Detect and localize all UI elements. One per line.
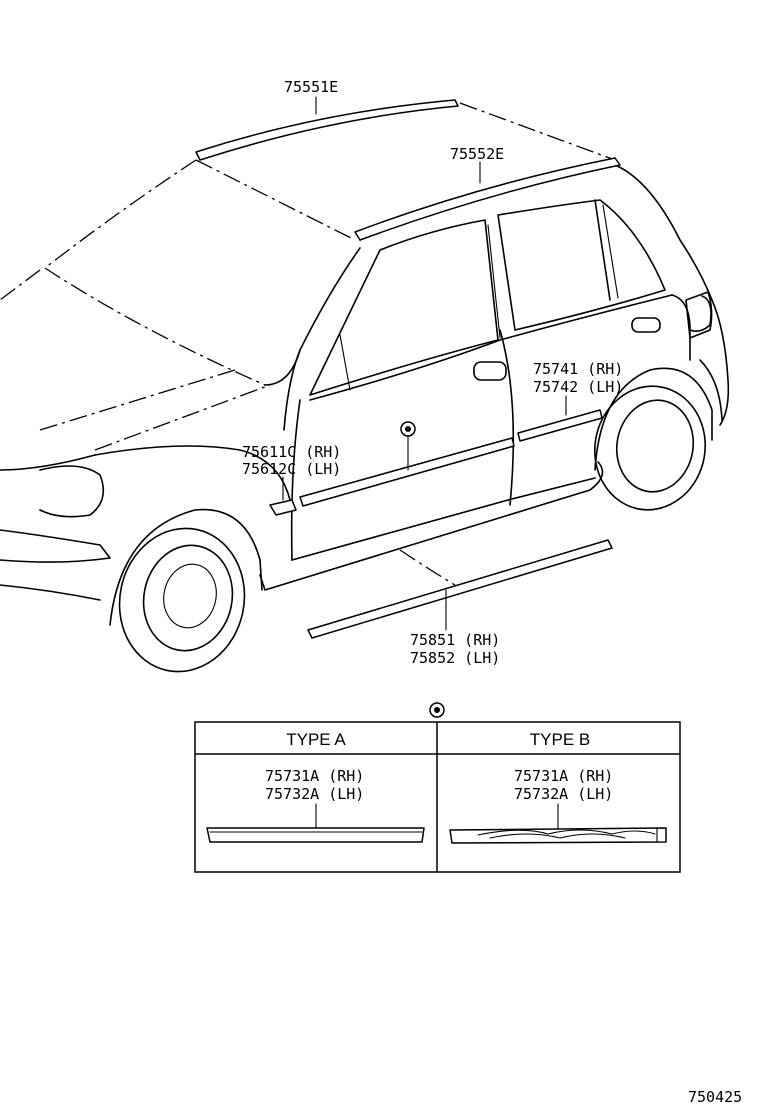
type-a-part-rh: 75731A (RH) [265, 767, 364, 785]
label-75612c: 75612C (LH) [242, 460, 341, 478]
label-75611c: 75611C (RH) [242, 443, 341, 461]
type-b-part-lh: 75732A (LH) [514, 785, 613, 803]
rear-wheel [593, 367, 713, 511]
type-b-header: TYPE B [530, 730, 590, 749]
diagram-number: 750425 [688, 1088, 742, 1106]
front-fender-molding [269, 499, 297, 516]
type-a-molding [206, 827, 425, 843]
roof-molding-rear [354, 157, 621, 241]
clip-symbol-door [400, 421, 416, 437]
label-75852: 75852 (LH) [410, 649, 500, 667]
roof-molding-front [195, 99, 459, 161]
front-door-molding [299, 437, 515, 507]
clip-symbol-table [429, 702, 445, 718]
type-b-molding [449, 827, 667, 844]
label-75742: 75742 (LH) [533, 378, 623, 396]
type-a-part-lh: 75732A (LH) [265, 785, 364, 803]
front-wheel [109, 508, 263, 673]
label-75851: 75851 (RH) [410, 631, 500, 649]
label-75741: 75741 (RH) [533, 360, 623, 378]
rocker-molding [307, 539, 613, 639]
type-b-part-rh: 75731A (RH) [514, 767, 613, 785]
type-a-header: TYPE A [286, 730, 346, 749]
type-table: TYPE A TYPE B 75731A (RH) 75732A (LH) 75… [194, 721, 681, 873]
car-body-outline [0, 102, 730, 673]
label-75551e: 75551E [284, 78, 338, 96]
leader-lines [282, 96, 567, 631]
rear-door-molding [517, 409, 603, 442]
label-75552e: 75552E [450, 145, 504, 163]
